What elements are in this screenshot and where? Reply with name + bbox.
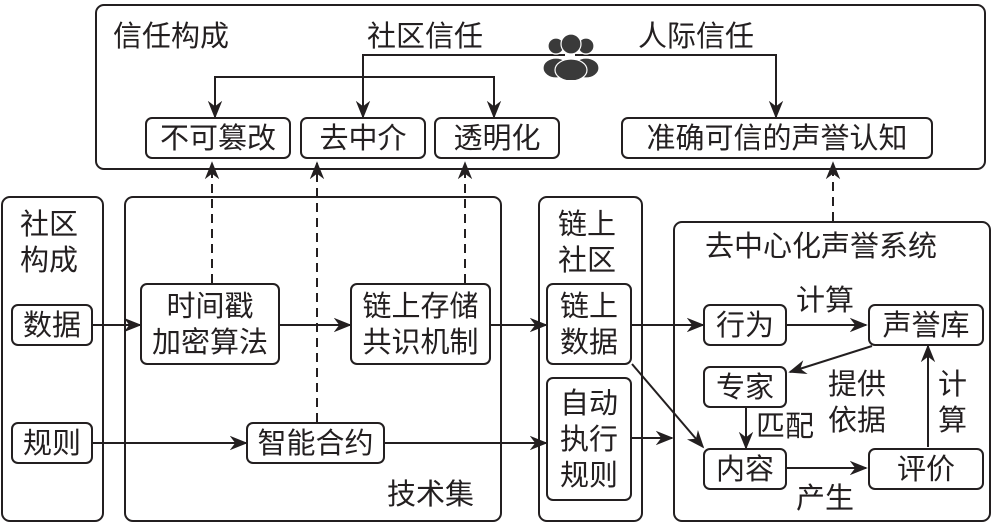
node-auto-exec-rules: 自动 执行 规则 <box>546 377 632 501</box>
community-composition-title: 社区 构成 <box>20 207 79 277</box>
trust-composition-title: 信任构成 <box>113 19 230 53</box>
community-composition-frame <box>1 196 104 522</box>
people-group-icon <box>542 33 600 80</box>
node-onchain-storage-consensus: 链上存储 共识机制 <box>350 283 491 365</box>
tech-set-frame <box>124 196 502 522</box>
node-evaluation: 评价 <box>868 448 984 490</box>
label-compute-top: 计算 <box>796 283 855 317</box>
node-timestamp-crypto: 时间戳 加密算法 <box>140 283 280 365</box>
label-provide-basis: 提供 依据 <box>828 367 887 437</box>
node-rules: 规则 <box>11 422 93 464</box>
node-content: 内容 <box>703 448 787 490</box>
node-behavior: 行为 <box>703 304 787 346</box>
reputation-system-title: 去中心化声誉系统 <box>705 229 938 263</box>
node-immutable: 不可篡改 <box>145 117 291 159</box>
node-reputation-db: 声誉库 <box>868 304 984 346</box>
tech-set-title: 技术集 <box>387 477 475 511</box>
node-onchain-data: 链上 数据 <box>546 283 632 365</box>
interpersonal-trust-label: 人际信任 <box>638 19 755 53</box>
label-match: 匹配 <box>756 409 815 443</box>
label-compute-right: 计 算 <box>938 367 968 437</box>
trust-composition-frame <box>95 4 986 170</box>
node-smart-contract: 智能合约 <box>246 422 385 464</box>
node-transparency: 透明化 <box>434 117 560 159</box>
node-expert: 专家 <box>703 366 787 408</box>
on-chain-community-title: 链上 社区 <box>558 207 617 277</box>
on-chain-community-frame <box>538 196 643 522</box>
label-produce: 产生 <box>796 481 855 515</box>
node-reputation-cognition: 准确可信的声誉认知 <box>621 117 933 159</box>
community-trust-label: 社区信任 <box>367 19 484 53</box>
node-decentral-intermediary: 去中介 <box>300 117 426 159</box>
node-data: 数据 <box>11 304 93 346</box>
